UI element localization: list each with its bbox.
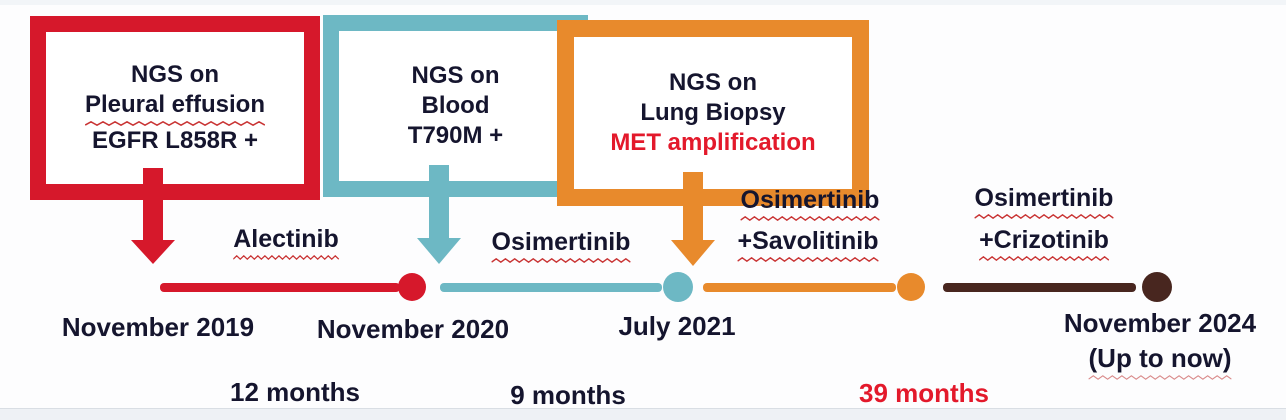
box-line: EGFR L858R + bbox=[91, 127, 259, 154]
spellcheck-squiggle bbox=[233, 255, 339, 260]
box-line: NGS on bbox=[669, 69, 757, 96]
date-label-november-2019: November 2019 bbox=[61, 312, 255, 342]
date-label-november-2020: November 2020 bbox=[316, 314, 510, 344]
duration-label-9-months: 9 months bbox=[510, 380, 626, 410]
timeline-node-november-2020 bbox=[398, 273, 426, 301]
timeline-node-july-2021 bbox=[663, 272, 693, 302]
treatment-label-osimertinib-2: Osimertinib bbox=[740, 186, 880, 221]
box-line: T790M + bbox=[407, 122, 504, 149]
date-label-july-2021: July 2021 bbox=[618, 311, 736, 341]
box-line: Blood bbox=[421, 92, 490, 119]
down-arrow-teal bbox=[429, 165, 449, 240]
spellcheck-squiggle bbox=[974, 214, 1114, 219]
down-arrow-red bbox=[143, 168, 163, 242]
box-line: Lung Biopsy bbox=[640, 99, 786, 126]
timeline-node-november-2024 bbox=[1142, 272, 1172, 302]
bottom-edge-band bbox=[0, 408, 1286, 420]
spellcheck-squiggle bbox=[979, 256, 1109, 261]
spellcheck-squiggle bbox=[491, 258, 631, 263]
top-edge-band bbox=[0, 0, 1286, 5]
down-arrow-red-head bbox=[131, 240, 175, 264]
box-line: NGS on bbox=[411, 62, 500, 89]
treatment-label-savolitinib: +Savolitinib bbox=[737, 227, 879, 262]
spellcheck-squiggle bbox=[1088, 375, 1232, 380]
down-arrow-orange-head bbox=[671, 240, 715, 266]
timeline-segment-osimertinib-savolitinib bbox=[703, 283, 896, 292]
down-arrow-orange bbox=[683, 172, 703, 242]
box-line-met-amplification: MET amplification bbox=[610, 129, 816, 156]
timeline-segment-osimertinib bbox=[440, 283, 662, 292]
spellcheck-squiggle bbox=[737, 257, 879, 262]
ngs-box-blood: NGS on Blood T790M + bbox=[323, 15, 588, 197]
box-line: Pleural effusion bbox=[84, 90, 266, 126]
ngs-box-lung-biopsy: NGS on Lung Biopsy MET amplification bbox=[557, 20, 869, 206]
box-line: NGS on bbox=[131, 61, 219, 88]
spellcheck-squiggle bbox=[740, 216, 880, 221]
date-sublabel-up-to-now: (Up to now) bbox=[1088, 343, 1232, 380]
date-label-november-2024: November 2024 bbox=[1063, 308, 1257, 338]
down-arrow-teal-head bbox=[417, 238, 461, 264]
ngs-box-pleural-effusion: NGS on Pleural effusion EGFR L858R + bbox=[30, 16, 320, 200]
treatment-label-osimertinib-3: Osimertinib bbox=[974, 184, 1114, 219]
spellcheck-squiggle bbox=[84, 121, 266, 126]
timeline-segment-osimertinib-crizotinib bbox=[943, 283, 1136, 292]
timeline-node-orange bbox=[897, 273, 925, 301]
duration-label-39-months: 39 months bbox=[858, 378, 990, 408]
duration-label-12-months: 12 months bbox=[229, 377, 361, 407]
treatment-label-alectinib: Alectinib bbox=[233, 225, 339, 260]
timeline-segment-alectinib bbox=[160, 283, 400, 292]
treatment-label-osimertinib: Osimertinib bbox=[491, 228, 631, 263]
treatment-label-crizotinib: +Crizotinib bbox=[979, 226, 1109, 261]
